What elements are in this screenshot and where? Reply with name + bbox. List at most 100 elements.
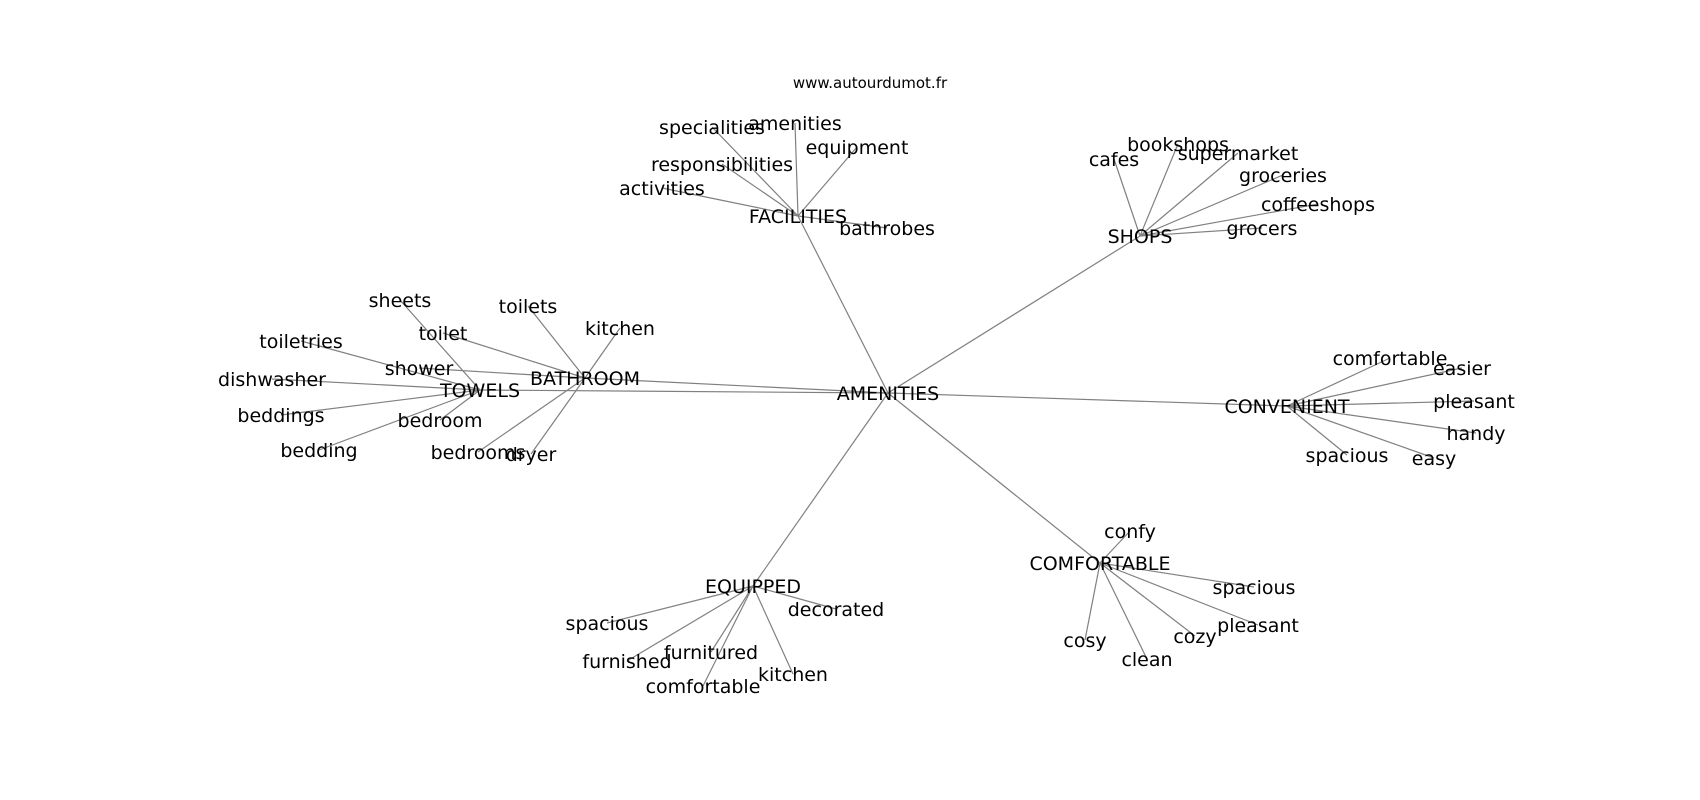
leaf-node-label: toiletries: [259, 331, 342, 353]
leaf-node-label: pleasant: [1217, 615, 1299, 637]
edge-towels-to-toiletries: [300, 340, 481, 391]
edge-root-to-towels: [479, 389, 889, 394]
edge-comfortable-to-pleasant: [1099, 562, 1259, 626]
edge-towels-to-sheets: [399, 299, 481, 391]
leaf-node-label: handy: [1446, 423, 1505, 445]
root-node-label: AMENITIES: [837, 383, 940, 405]
edge-bathroom-to-toilet: [442, 332, 586, 379]
leaf-node-label: equipment: [806, 137, 909, 159]
edge-convenient-to-pleasant: [1286, 400, 1475, 407]
leaf-node-label: kitchen: [585, 318, 655, 340]
leaf-node-label: grocers: [1227, 218, 1298, 240]
edge-shops-to-bookshops: [1139, 143, 1179, 237]
edge-shops-to-coffeeshops: [1139, 203, 1319, 237]
edge-bathroom-to-kitchen: [584, 327, 621, 379]
edge-facilities-to-responsibilities: [721, 163, 799, 217]
edge-comfortable-to-spacious: [1099, 562, 1255, 588]
leaf-node-label: bedrooms: [431, 442, 526, 464]
hub-node-label: TOWELS: [439, 380, 520, 402]
watermark-text: www.autourdumot.fr: [793, 74, 948, 92]
edge-equipped-to-kitchen: [752, 585, 794, 675]
edge-equipped-to-comfortable: [702, 585, 754, 687]
leaf-node-label: beddings: [237, 405, 324, 427]
edge-facilities-to-activities: [661, 187, 799, 217]
edge-equipped-to-furnished: [626, 585, 754, 662]
edge-shops-to-grocers: [1139, 227, 1263, 237]
edge-root-to-equipped: [752, 392, 889, 587]
edge-facilities-to-equipment: [797, 146, 858, 217]
edge-convenient-to-spacious: [1286, 405, 1348, 456]
edge-convenient-to-easy: [1286, 405, 1435, 459]
leaf-node-label: dryer: [506, 444, 557, 466]
leaf-node-label: decorated: [788, 599, 884, 621]
leaf-node-label: bathrobes: [839, 218, 935, 240]
leaf-node-label: easy: [1412, 448, 1456, 470]
hub-node-label: CONVENIENT: [1224, 396, 1349, 418]
edge-comfortable-to-cosy: [1084, 562, 1101, 641]
leaf-node-label: dishwasher: [218, 369, 326, 391]
leaf-node-label: toilets: [499, 296, 558, 318]
edge-convenient-to-easier: [1286, 367, 1463, 407]
edge-convenient-to-comfortable: [1286, 357, 1391, 407]
edge-facilities-to-specialities: [711, 126, 799, 217]
leaf-node-label: groceries: [1239, 165, 1327, 187]
edge-root-to-facilities: [797, 215, 889, 394]
leaf-node-label: comfortable: [646, 676, 761, 698]
leaf-node-label: easier: [1433, 358, 1491, 380]
leaf-node-label: cosy: [1063, 630, 1106, 652]
edge-equipped-to-decorated: [752, 585, 837, 610]
leaf-node-label: sheets: [369, 290, 432, 312]
edge-towels-to-dishwasher: [271, 378, 481, 391]
hub-node-label: BATHROOM: [530, 368, 640, 390]
edge-bathroom-to-shower: [418, 367, 586, 379]
leaf-node-label: bookshops: [1127, 134, 1229, 156]
leaf-node-label: responsibilities: [651, 154, 793, 176]
graph-edges: [271, 122, 1477, 687]
leaf-node-label: spacious: [566, 613, 649, 635]
hub-node-label: EQUIPPED: [705, 576, 801, 598]
leaf-node-label: comfortable: [1333, 348, 1448, 370]
leaf-node-label: amenities: [748, 113, 841, 135]
edge-root-to-comfortable: [887, 392, 1101, 564]
leaf-node-label: cozy: [1173, 626, 1216, 648]
leaf-node-label: furnitured: [664, 642, 758, 664]
leaf-node-label: supermarket: [1178, 143, 1299, 165]
edge-root-to-convenient: [887, 392, 1288, 407]
edge-towels-to-bedding: [318, 389, 481, 451]
leaf-node-label: specialities: [659, 117, 765, 139]
edge-towels-to-bedroom: [439, 389, 481, 421]
hub-node-label: COMFORTABLE: [1029, 553, 1170, 575]
leaf-node-label: toilet: [419, 323, 468, 345]
edge-root-to-shops: [887, 235, 1141, 394]
leaf-node-label: confy: [1104, 521, 1156, 543]
leaf-node-label: furnished: [582, 651, 671, 673]
hub-node-label: FACILITIES: [749, 206, 847, 228]
edge-facilities-to-bathrobes: [797, 215, 888, 229]
leaf-node-label: spacious: [1213, 577, 1296, 599]
edge-facilities-to-amenities: [794, 122, 799, 217]
leaf-node-label: clean: [1121, 649, 1172, 671]
edge-convenient-to-handy: [1286, 405, 1477, 434]
edge-comfortable-to-cozy: [1099, 562, 1196, 637]
leaf-node-label: bedroom: [398, 410, 483, 432]
leaf-node-label: pleasant: [1433, 391, 1515, 413]
edge-bathroom-to-toilets: [527, 305, 586, 379]
leaf-node-label: activities: [619, 178, 705, 200]
edge-shops-to-cafes: [1113, 158, 1141, 237]
edge-shops-to-groceries: [1139, 174, 1284, 237]
edge-towels-to-beddings: [280, 389, 481, 416]
leaf-node-label: kitchen: [758, 664, 828, 686]
leaf-node-label: spacious: [1306, 445, 1389, 467]
edge-shops-to-supermarket: [1139, 152, 1239, 237]
leaf-node-label: cafes: [1089, 149, 1139, 171]
hub-node-label: SHOPS: [1108, 226, 1173, 248]
edge-equipped-to-furnitured: [710, 585, 754, 653]
graph-labels: www.autourdumot.fr AMENITIES FACILITIES sp…: [218, 74, 1515, 698]
leaf-node-label: coffeeshops: [1261, 194, 1375, 216]
edge-equipped-to-spacious: [606, 585, 754, 624]
edge-root-to-bathroom: [584, 377, 889, 394]
leaf-node-label: shower: [385, 358, 454, 380]
leaf-node-label: bedding: [280, 440, 357, 462]
edge-comfortable-to-confy: [1099, 530, 1131, 564]
